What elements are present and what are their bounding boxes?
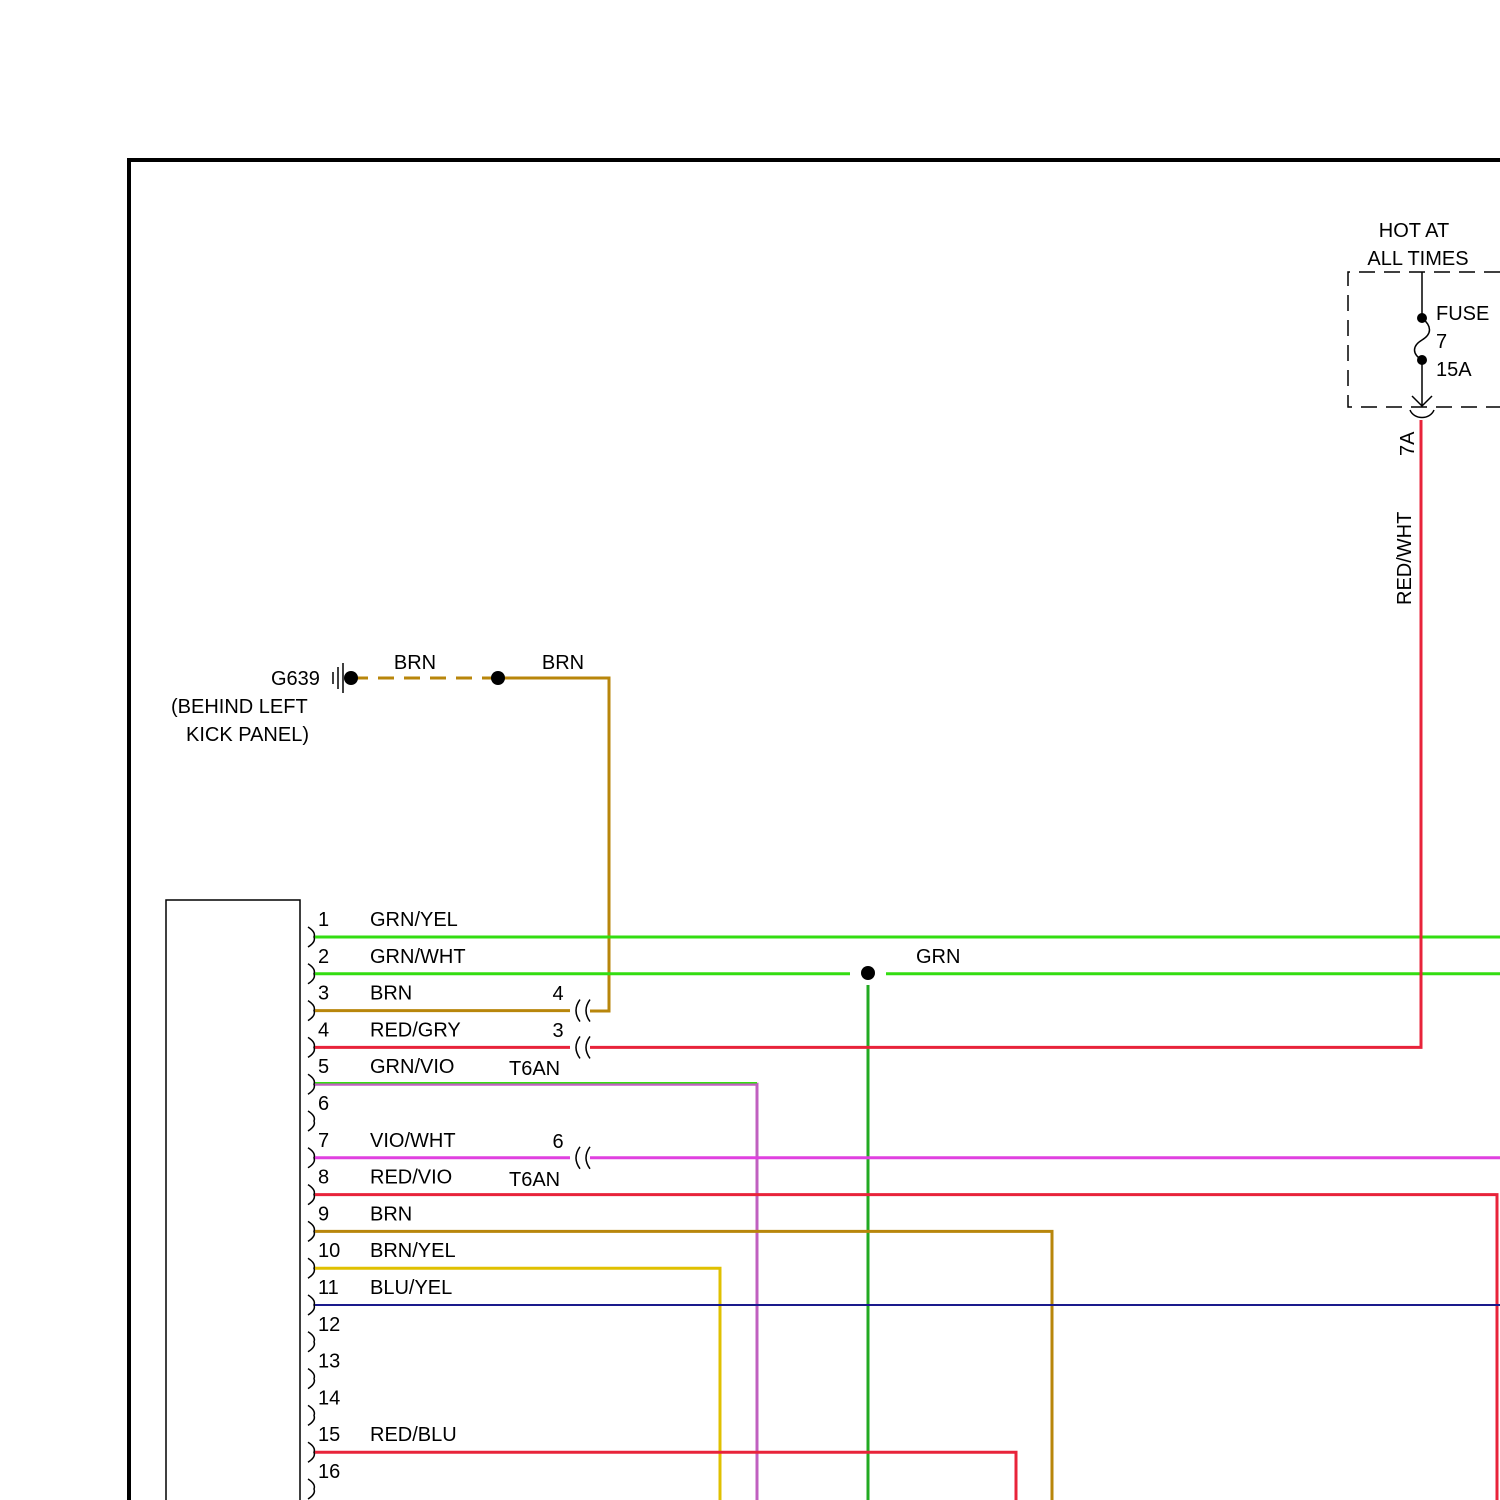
wire-pin-15-red-blu xyxy=(314,1452,1016,1500)
ground-wire-brn xyxy=(498,678,609,1011)
pin-5-wire-label: GRN/VIO xyxy=(370,1056,454,1078)
power-wire-label: RED/WHT xyxy=(1394,512,1416,605)
ground-location-line1: (BEHIND LEFT xyxy=(171,696,308,718)
connector-c-half-right xyxy=(586,1147,590,1169)
pin-11-wire-label: BLU/YEL xyxy=(370,1277,452,1299)
fuse-connector-icon xyxy=(1410,410,1434,418)
t6an-pin-3-label: 3 xyxy=(552,1020,563,1042)
pin-5-terminal-icon xyxy=(308,1074,314,1094)
pin-14-terminal-icon xyxy=(308,1405,314,1425)
pin-13-number: 13 xyxy=(318,1351,340,1373)
pin-14-number: 14 xyxy=(318,1387,340,1409)
pin-2-terminal-icon xyxy=(308,964,314,984)
ground-splice-dot xyxy=(491,671,505,685)
connector-c-icon xyxy=(576,1147,590,1169)
pin-9-number: 9 xyxy=(318,1203,329,1225)
pin-11-terminal-icon xyxy=(308,1295,314,1315)
pin-3-terminal-icon xyxy=(308,1001,314,1021)
fuse-rating: 15A xyxy=(1436,359,1472,381)
pin-6-terminal-icon xyxy=(308,1111,314,1131)
pin-15-wire-label: RED/BLU xyxy=(370,1424,457,1446)
ground-terminal-dot xyxy=(344,671,358,685)
connector-b-half-right xyxy=(586,1036,590,1058)
pin-8-wire-label: RED/VIO xyxy=(370,1167,452,1189)
pin-9-wire-label: BRN xyxy=(370,1203,412,1225)
pin-7-number: 7 xyxy=(318,1130,329,1152)
pin-10-wire-label: BRN/YEL xyxy=(370,1240,456,1262)
all-times-label: ALL TIMES xyxy=(1367,248,1468,270)
pin-12-terminal-icon xyxy=(308,1332,314,1352)
pin-6-number: 6 xyxy=(318,1093,329,1115)
pin-4-number: 4 xyxy=(318,1019,329,1041)
pin-15-terminal-icon xyxy=(308,1442,314,1462)
grn-splice-dot xyxy=(861,966,875,980)
wire-pin-9-brn xyxy=(314,1231,1052,1500)
pin-8-terminal-icon xyxy=(308,1185,314,1205)
connector-a-half-left xyxy=(576,1000,580,1022)
pin-16-number: 16 xyxy=(318,1461,340,1483)
pin-10-number: 10 xyxy=(318,1240,340,1262)
radio-component-box xyxy=(166,900,300,1500)
connector-a-icon xyxy=(576,1000,590,1022)
fuse-box: HOT AT ALL TIMES FUSE 7 15A 7A RED/WHT xyxy=(1348,220,1500,605)
connector-b-icon xyxy=(576,1036,590,1058)
hot-at-label: HOT AT xyxy=(1379,220,1449,242)
pin-10-terminal-icon xyxy=(308,1258,314,1278)
wire-layer xyxy=(314,420,1500,1500)
ground-id: G639 xyxy=(271,668,320,690)
splice-wire-label: GRN xyxy=(916,946,960,968)
pin-11-number: 11 xyxy=(318,1277,339,1299)
connector-layer: 4 3 T6AN 6 T6AN GRN xyxy=(509,946,960,1191)
ground-wire-label-right: BRN xyxy=(542,652,584,674)
pin-7-terminal-icon xyxy=(308,1148,314,1168)
pin-15-number: 15 xyxy=(318,1424,340,1446)
fuse-terminal-label: 7A xyxy=(1397,431,1419,456)
ground-location-line2: KICK PANEL) xyxy=(186,724,309,746)
pin-4-wire-label: RED/GRY xyxy=(370,1019,461,1041)
pin-5-number: 5 xyxy=(318,1056,329,1078)
pin-1-terminal-icon xyxy=(308,927,314,947)
pin-2-wire-label: GRN/WHT xyxy=(370,946,466,968)
pin-3-wire-label: BRN xyxy=(370,983,412,1005)
pin-1-number: 1 xyxy=(318,909,329,931)
t6an-pin-4-label: 4 xyxy=(552,983,563,1005)
wire-red-wht-power xyxy=(590,420,1421,1047)
pin-7-wire-label: VIO/WHT xyxy=(370,1130,456,1152)
connector-c-half-left xyxy=(576,1147,580,1169)
pin-8-number: 8 xyxy=(318,1167,329,1189)
fuse-label: FUSE xyxy=(1436,303,1489,325)
pin-16-terminal-icon xyxy=(308,1479,314,1499)
ground-g639: G639 (BEHIND LEFT KICK PANEL) BRN BRN xyxy=(171,652,584,746)
pin-13-terminal-icon xyxy=(308,1369,314,1389)
pin-9-terminal-icon xyxy=(308,1221,314,1241)
fuse-icon xyxy=(1415,318,1430,360)
t6an-pin-6-label: 6 xyxy=(552,1131,563,1153)
ground-wire-label-left: BRN xyxy=(394,652,436,674)
pin-2-number: 2 xyxy=(318,946,329,968)
wire-pin-8-red-vio xyxy=(314,1195,1497,1500)
t6an-connector-name-b: T6AN xyxy=(509,1169,560,1191)
pin-3-number: 3 xyxy=(318,983,329,1005)
pin-12-number: 12 xyxy=(318,1314,340,1336)
connector-a-half-right xyxy=(586,1000,590,1022)
pin-1-wire-label: GRN/YEL xyxy=(370,909,458,931)
t6an-connector-name-a: T6AN xyxy=(509,1058,560,1080)
diagram-frame xyxy=(129,160,1500,1500)
connector-b-half-left xyxy=(576,1036,580,1058)
wire-pin-10-brn-yel xyxy=(314,1268,720,1500)
pin-4-terminal-icon xyxy=(308,1037,314,1057)
fuse-number: 7 xyxy=(1436,331,1447,353)
